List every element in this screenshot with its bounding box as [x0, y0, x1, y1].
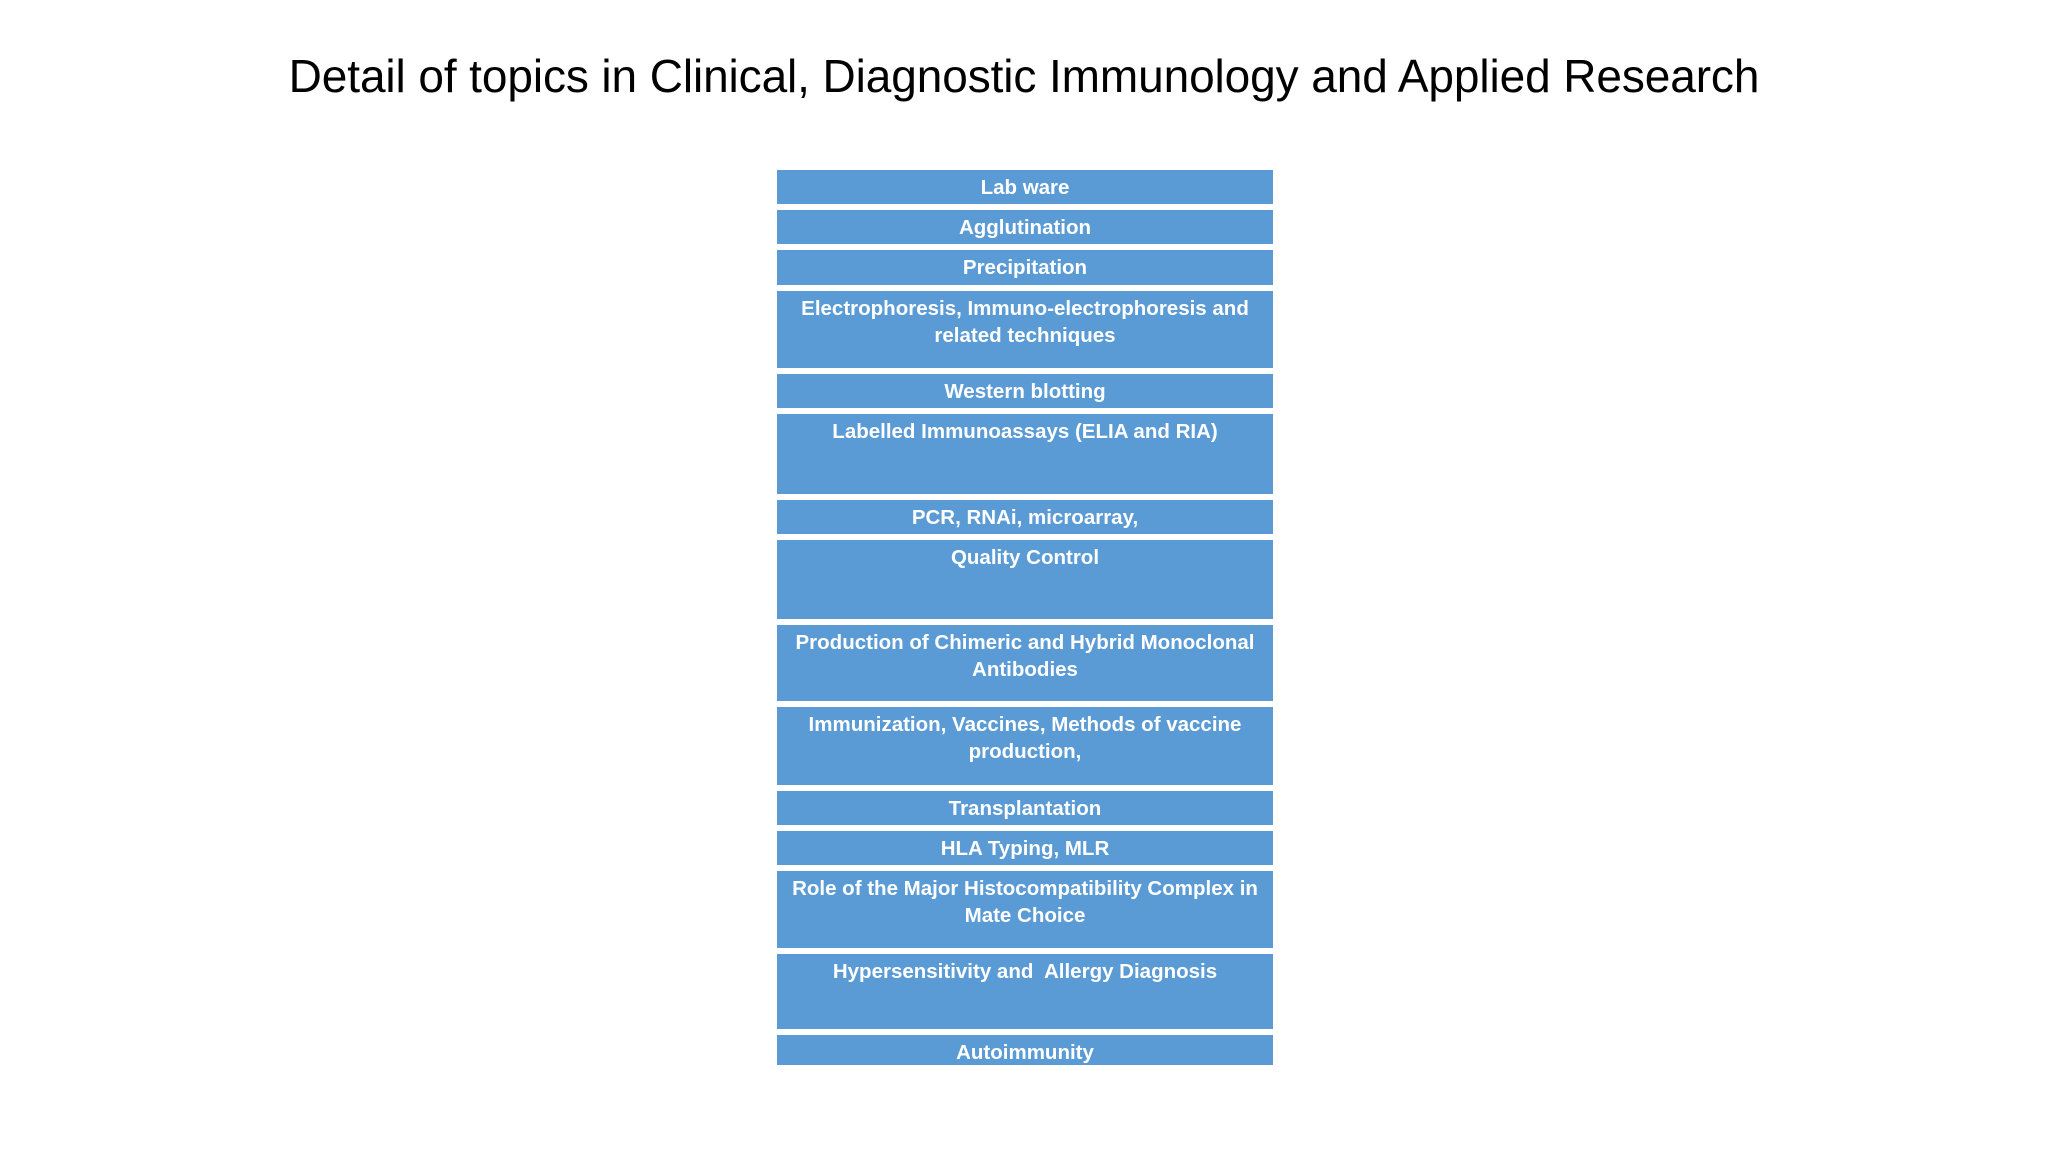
table-row[interactable]: Role of the Major Histocompatibility Com… [777, 871, 1273, 948]
topic-table: Lab ware Agglutination Precipitation Ele… [777, 170, 1273, 1065]
table-row[interactable]: Western blotting [777, 374, 1273, 408]
table-row[interactable]: Autoimmunity [777, 1035, 1273, 1065]
table-row[interactable]: Precipitation [777, 250, 1273, 285]
table-row[interactable]: Immunization, Vaccines, Methods of vacci… [777, 707, 1273, 785]
table-row[interactable]: Transplantation [777, 791, 1273, 825]
table-row[interactable]: Electrophoresis, Immuno-electrophoresis … [777, 291, 1273, 368]
page-title: Detail of topics in Clinical, Diagnostic… [288, 50, 1760, 102]
table-row[interactable]: Quality Control [777, 540, 1273, 619]
table-row[interactable]: HLA Typing, MLR [777, 831, 1273, 865]
table-row[interactable]: Labelled Immunoassays (ELIA and RIA) [777, 414, 1273, 494]
table-row[interactable]: Production of Chimeric and Hybrid Monocl… [777, 625, 1273, 701]
table-row[interactable]: PCR, RNAi, microarray, [777, 500, 1273, 534]
table-row[interactable]: Hypersensitivity and Allergy Diagnosis [777, 954, 1273, 1029]
table-row[interactable]: Agglutination [777, 210, 1273, 244]
table-row[interactable]: Lab ware [777, 170, 1273, 204]
